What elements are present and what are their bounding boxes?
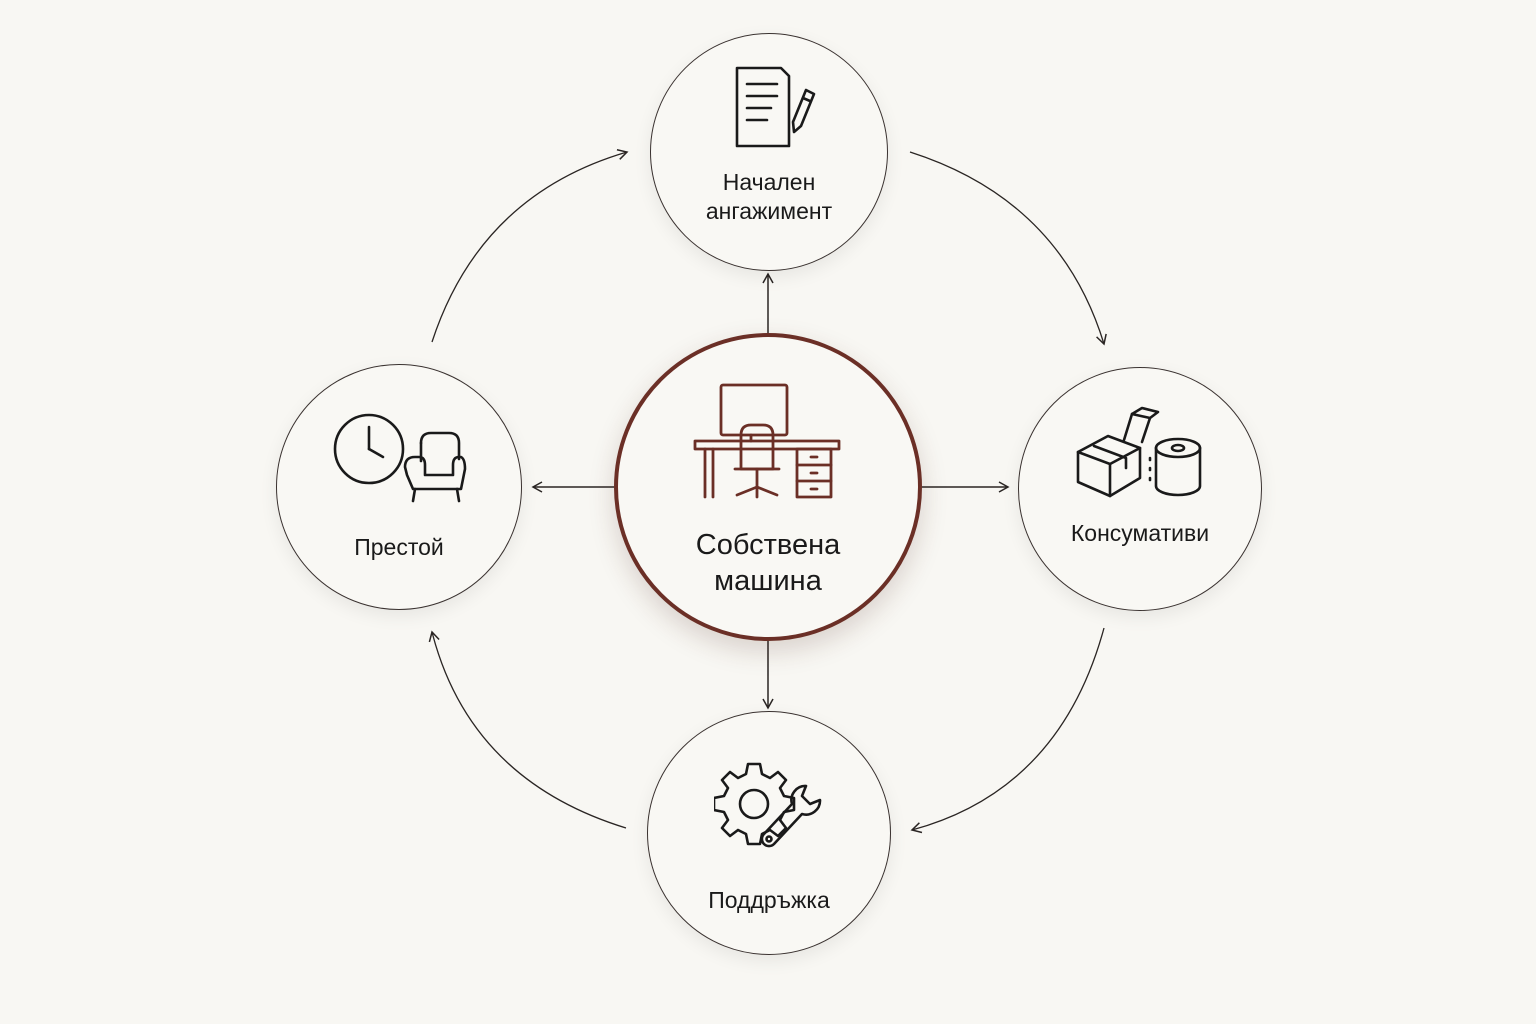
node-label: Консумативи [1070, 520, 1210, 546]
label-line-1: Начален [722, 169, 816, 195]
boxes-supplies-icon [1076, 406, 1202, 498]
arc-bottom-to-left [428, 630, 627, 829]
node-downtime: Престой [276, 364, 522, 610]
node-label: Начален ангажимент [651, 168, 887, 226]
node-label: Престой [354, 534, 444, 560]
node-own-machine: Собствена машина [614, 333, 922, 641]
arc-top-to-right [909, 151, 1107, 346]
label-line-1: Собствена [695, 529, 841, 561]
clock-armchair-icon [333, 413, 467, 503]
node-initial-commitment: Начален ангажимент [650, 33, 888, 271]
arc-left-to-top [431, 149, 629, 343]
node-label: Собствена машина [618, 527, 918, 599]
document-pencil-icon [735, 66, 816, 148]
node-maintenance: Поддръжка [647, 711, 891, 955]
desk-workstation-icon [693, 383, 841, 499]
label-line-2: машина [714, 565, 822, 597]
node-label: Поддръжка [708, 887, 830, 913]
arc-right-to-bottom [910, 627, 1105, 834]
label-line-2: ангажимент [705, 198, 833, 224]
gear-wrench-icon [714, 762, 822, 848]
node-consumables: Консумативи [1018, 367, 1262, 611]
